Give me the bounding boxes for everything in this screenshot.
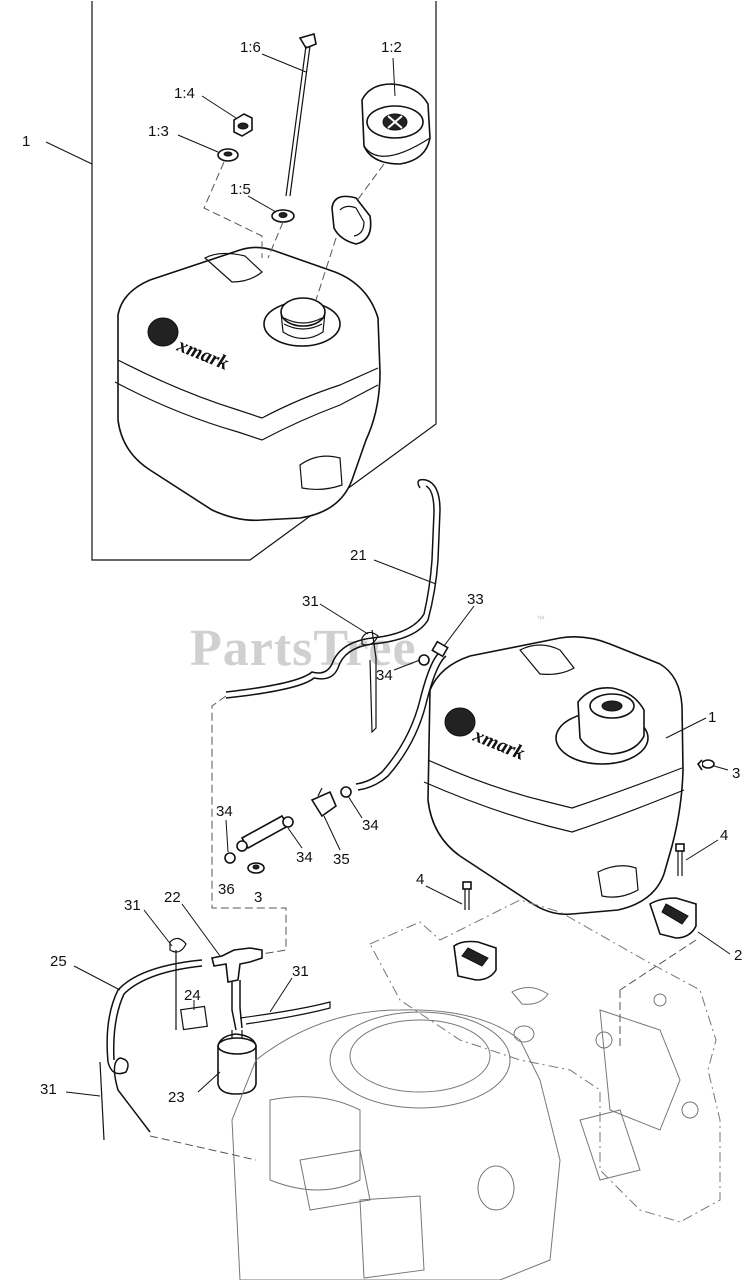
leader-lines	[45, 53, 731, 1097]
callout-31-bottom: 31	[40, 1081, 57, 1098]
callout-34-upper: 34	[376, 667, 393, 684]
callout-1-5: 1:5	[230, 181, 251, 198]
assembly-lines	[149, 695, 697, 1161]
callout-1-4: 1:4	[174, 85, 195, 102]
fuel-hose-25	[106, 959, 203, 1133]
callout-33: 33	[467, 591, 484, 608]
partstree-watermark: PartsTree	[190, 620, 417, 677]
engine-and-frame-reference	[231, 899, 721, 1280]
callout-4-right: 4	[720, 827, 728, 844]
callout-labels: 1 1:6 1:2 1:4 1:3 1:5 21 31 33 34 1 34 3…	[22, 39, 742, 1106]
washer-36	[247, 862, 265, 874]
callout-31-middle: 31	[292, 963, 309, 980]
callout-24: 24	[184, 987, 201, 1004]
fuel-cap-part	[331, 83, 431, 245]
callout-1-2: 1:2	[381, 39, 402, 56]
callout-22: 22	[164, 889, 181, 906]
callout-34-right: 34	[362, 817, 379, 834]
watermark-trademark: ™	[536, 614, 545, 624]
callout-34-left: 34	[216, 803, 233, 820]
fuel-tank-kit-box	[91, 1, 437, 561]
fuel-vent-hose-21	[225, 478, 441, 699]
bushing-part	[233, 113, 253, 137]
cable-ties-31	[99, 629, 379, 1141]
tee-fitting-22	[211, 947, 263, 983]
callout-23: 23	[168, 1089, 185, 1106]
fuel-gauge-rod-part	[271, 32, 317, 223]
callout-1-3: 1:3	[148, 123, 169, 140]
callout-34-middle: 34	[296, 849, 313, 866]
kit-assembly-lines	[203, 161, 385, 301]
callout-1-kit: 1	[22, 133, 30, 150]
callout-4-left: 4	[416, 871, 424, 888]
nut-3	[696, 759, 715, 771]
label-24	[180, 1005, 208, 1031]
fuel-line-segment	[236, 814, 290, 852]
fuel-supply-hose	[355, 640, 449, 791]
main-fuel-tank: xmark	[423, 636, 685, 916]
kit-fuel-tank: xmark	[114, 246, 381, 522]
callout-3-right: 3	[732, 765, 740, 782]
callout-36: 36	[218, 881, 235, 898]
callout-1-tank: 1	[708, 709, 716, 726]
callout-21: 21	[350, 547, 367, 564]
tank-bracket	[453, 940, 497, 981]
shutoff-valve-35	[310, 786, 352, 818]
callout-25: 25	[50, 953, 67, 970]
callout-31-left: 31	[124, 897, 141, 914]
fuel-filter-hose	[231, 980, 243, 1031]
callout-3-upper: 3	[254, 889, 262, 906]
callout-35: 35	[333, 851, 350, 868]
tank-bracket-2	[649, 897, 697, 939]
fuel-filter-23	[217, 1030, 257, 1095]
callout-31-top: 31	[302, 593, 319, 610]
bolts-4	[462, 843, 685, 910]
callout-2: 2	[734, 947, 742, 964]
callout-1-6: 1:6	[240, 39, 261, 56]
grommet-part	[217, 148, 239, 162]
